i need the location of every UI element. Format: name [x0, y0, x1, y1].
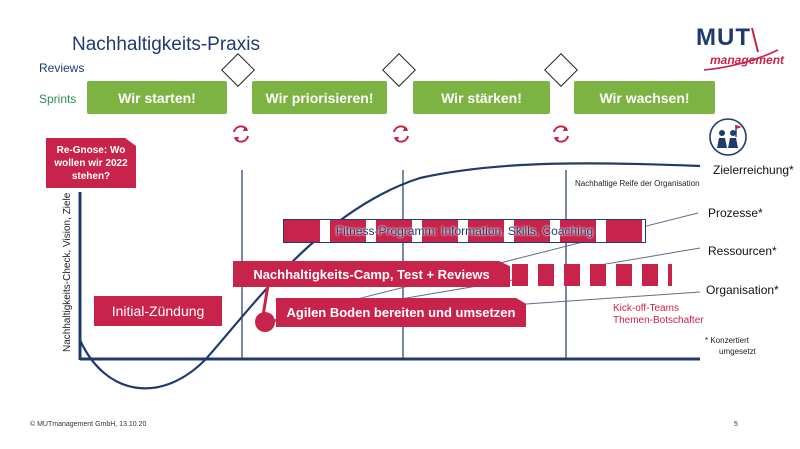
- sprint-wir-wachsen: Wir wachsen!: [574, 81, 715, 114]
- footnote: * Konzertiert umgesetzt: [705, 335, 756, 357]
- outcome-zielerreichung: Zielerreichung*: [713, 163, 794, 177]
- outcome-organisation: Organisation*: [706, 283, 779, 297]
- camp-continuation-blocks: [512, 264, 672, 286]
- regnose-box: Re-Gnose: Wo wollen wir 2022 stehen?: [46, 138, 136, 188]
- fitness-program-label: Fitness-Programm: Information, Skills, C…: [335, 224, 594, 238]
- agilen-boden-label: Agilen Boden bereiten und umsetzen: [286, 305, 516, 320]
- goal-team-icon: [709, 118, 747, 156]
- cycle-arrows-icon: [393, 125, 409, 143]
- logo-brand: MUT: [696, 24, 751, 51]
- initial-zuendung-box: Initial-Zündung: [94, 296, 222, 326]
- page-number: 5: [734, 421, 738, 428]
- regnose-text: Re-Gnose: Wo wollen wir 2022 stehen?: [54, 144, 128, 182]
- cycle-arrows-icon: [233, 125, 249, 143]
- kickoff-text: Kick-off-Teams Themen-Botschafter: [613, 303, 704, 327]
- sprint-wir-starten: Wir starten!: [87, 81, 227, 114]
- outcome-prozesse: Prozesse*: [708, 206, 763, 220]
- maturity-curve: [78, 162, 701, 390]
- fitness-program-bar: Fitness-Programm: Information, Skills, C…: [283, 219, 646, 243]
- kickoff-line2: Themen-Botschafter: [613, 315, 704, 326]
- camp-connector: [261, 284, 270, 317]
- start-point-dot: [255, 312, 275, 332]
- sprint-wir-priorisieren: Wir priorisieren!: [252, 81, 387, 114]
- kickoff-line1: Kick-off-Teams: [613, 303, 679, 314]
- company-logo: MUT management: [694, 22, 784, 76]
- logo-swoosh-icon: [703, 27, 779, 71]
- row-label-sprints: Sprints: [39, 92, 77, 106]
- camp-bar: Nachhaltigkeits-Camp, Test + Reviews: [233, 261, 510, 287]
- logo-sub: management: [710, 53, 785, 67]
- curve-label: Nachhaltige Reife der Organisation: [575, 179, 700, 188]
- sprint-wir-staerken: Wir stärken!: [413, 81, 550, 114]
- camp-label: Nachhaltigkeits-Camp, Test + Reviews: [253, 266, 490, 282]
- cycle-arrows-icon: [553, 125, 569, 143]
- agilen-boden-bar: Agilen Boden bereiten und umsetzen: [276, 298, 526, 327]
- footnote-line2: umgesetzt: [719, 347, 756, 356]
- page-title: Nachhaltigkeits-Praxis: [72, 34, 260, 55]
- footer-copyright: © MUTmanagement GmbH, 13.10.20: [30, 421, 147, 428]
- initial-zuendung-label: Initial-Zündung: [111, 303, 205, 319]
- footnote-line1: * Konzertiert: [705, 336, 750, 345]
- row-label-reviews: Reviews: [39, 61, 85, 75]
- outcome-ressourcen: Ressourcen*: [708, 244, 777, 258]
